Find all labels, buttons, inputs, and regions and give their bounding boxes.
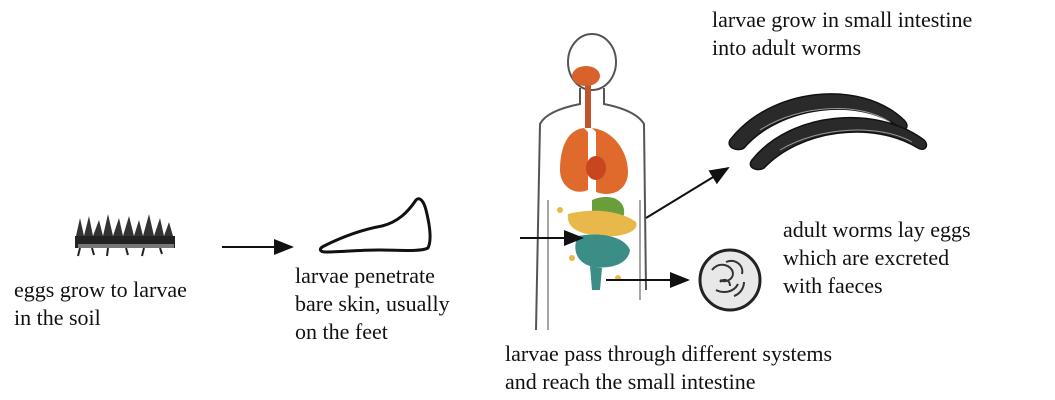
foot-icon — [320, 199, 430, 252]
label-adult-worms-lay-eggs: adult worms lay eggs which are excreted … — [783, 216, 1053, 300]
human-body-icon — [536, 34, 646, 330]
label-larvae-grow-adult-worms: larvae grow in small intestine into adul… — [712, 6, 1052, 62]
soil-icon — [75, 214, 175, 256]
label-eggs-grow-in-soil: eggs grow to larvae in the soil — [14, 276, 274, 332]
label-larvae-penetrate-skin: larvae penetrate bare skin, usually on t… — [295, 262, 525, 346]
arrow-to-adult-worms — [646, 168, 728, 218]
label-larvae-pass-through-systems: larvae pass through different systems an… — [505, 340, 1045, 396]
adult-worms-icon — [729, 94, 926, 170]
eggs-icon — [700, 250, 760, 310]
